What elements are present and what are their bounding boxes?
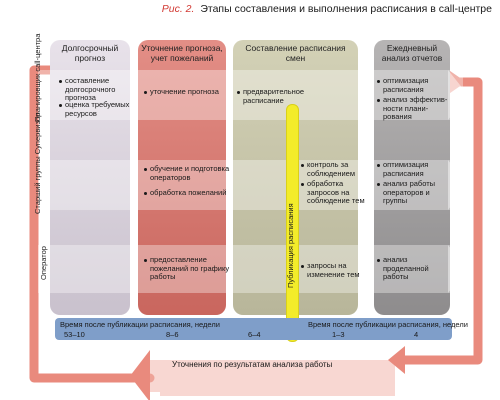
item-schedule-optimization-1: оптимизация расписания — [376, 76, 453, 94]
feedback-arrow-left — [29, 65, 155, 383]
figure-title: Этапы составления и выполнения расписани… — [200, 3, 492, 15]
feedback-label: Уточнения по результатам анализа работы — [172, 360, 333, 369]
row-arrow-supervisor — [448, 160, 468, 210]
column-title-3: Составление расписания смен — [245, 43, 346, 63]
column-title-2: Уточнение прогноза, учет пожеланий — [141, 43, 223, 63]
column-daily-analysis — [374, 40, 450, 315]
item-operator-training: обучение и подготовка операторов — [143, 164, 232, 182]
item-work-analysis: анализ проделанной работы — [376, 255, 453, 282]
item-change-requests: запросы на изменение тем — [300, 261, 365, 279]
column-long-term-forecast — [50, 40, 130, 315]
item-compliance-control: контроль за соблюдением — [300, 160, 365, 178]
item-resource-estimate: оценка требуемых ресурсов — [58, 100, 135, 118]
item-preliminary-schedule: предварительное расписание — [236, 87, 317, 105]
timeline-label-left: Время после публикации расписания, недел… — [60, 320, 220, 329]
column-title-4: Ежедневный анализ отчетов — [381, 43, 443, 63]
row-band-operator — [38, 245, 463, 293]
timeline-tick: 4 — [414, 330, 419, 339]
row-arrow-operator — [448, 245, 468, 293]
figure-number: Рис. 2. — [161, 3, 195, 15]
timeline-label-right: Время после публикации расписания, недел… — [308, 320, 468, 329]
timeline-tick: 1–3 — [332, 330, 345, 339]
item-schedule-optimization-2: оптимизация расписания — [376, 160, 453, 178]
item-wish-processing: обработка пожеланий — [143, 188, 232, 198]
row-arrow-planner — [448, 70, 468, 120]
row-band-supervisor — [38, 160, 463, 210]
figure-caption: Рис. 2. Этапы составления и выполнения р… — [162, 3, 492, 15]
timeline-tick: 8–6 — [166, 330, 179, 339]
timeline-tick: 6–4 — [248, 330, 261, 339]
feedback-arrow-bottom — [150, 360, 395, 396]
item-schedule-wishes: предоставление пожеланий по графику рабо… — [143, 255, 234, 282]
row-label-supervisor: Старший группы Супервизор — [33, 112, 42, 214]
column-title-1: Долгосрочный прогноз — [61, 43, 119, 63]
row-label-operator: Оператор — [39, 246, 48, 280]
timeline-bar — [55, 318, 452, 340]
column-forecast-refinement — [138, 40, 226, 315]
publication-label: Публикация расписания — [286, 203, 295, 288]
timeline-tick: 53–10 — [64, 330, 85, 339]
publication-bar — [286, 104, 299, 342]
item-request-processing: обработка запросов на соблюдение тем — [300, 179, 365, 206]
item-refine-forecast: уточнение прогноза — [143, 87, 232, 97]
row-band-planner — [38, 70, 463, 120]
feedback-arrow-bottom-head — [130, 350, 150, 400]
item-long-term-forecast: составление долгосрочного прогноза — [58, 76, 135, 103]
item-operators-analysis: анализ работы операторов и группы — [376, 179, 453, 206]
item-planning-efficiency: анализ эффектив-ности плани-рования — [376, 95, 453, 122]
feedback-arrow-right-head — [388, 346, 405, 374]
